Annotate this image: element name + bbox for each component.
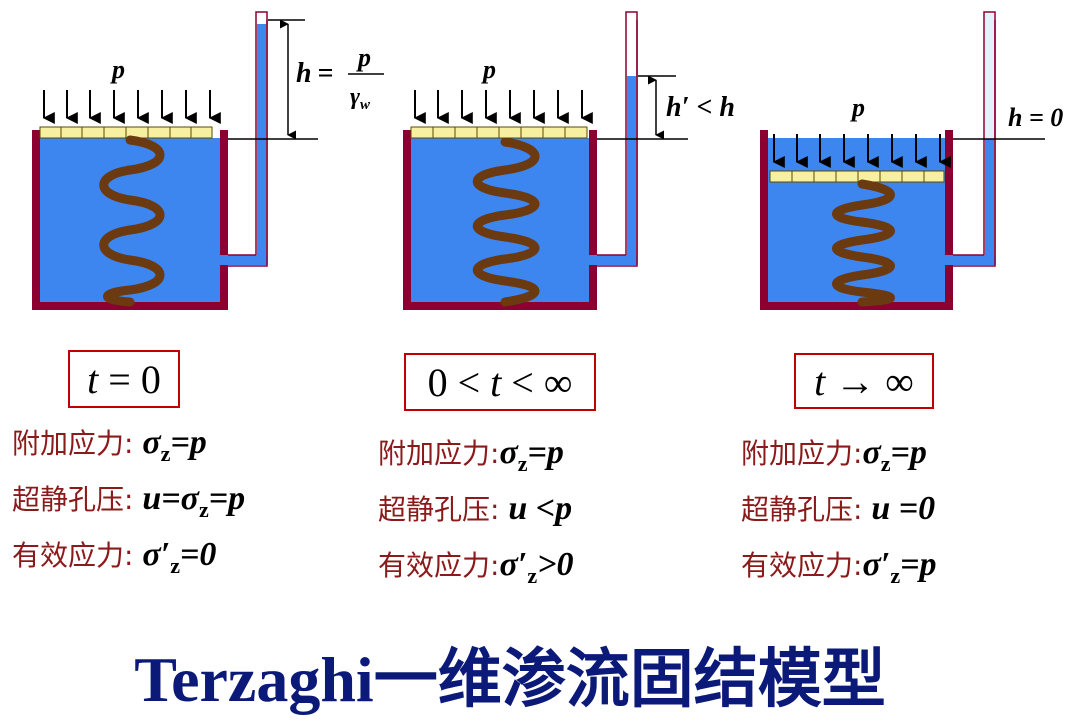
- effective-row-tinf: 有效应力:σ′z=p: [741, 546, 937, 588]
- time-box-tmid: 0 < t < ∞: [404, 353, 596, 411]
- piston: [39, 126, 213, 139]
- spring: [832, 179, 895, 307]
- pore-row-tmid: 超静孔压: u <p: [378, 490, 573, 527]
- load-arrows: [772, 134, 951, 168]
- pore-row-tinf: 超静孔压: u =0: [741, 490, 936, 527]
- piston: [769, 170, 945, 183]
- head-label: h = 0: [1008, 103, 1063, 132]
- load-label: p: [110, 55, 125, 84]
- time-box-t0: t = 0: [68, 350, 180, 408]
- panel-t0: p h= p γw: [32, 11, 384, 310]
- head-fraction-denominator: γw: [350, 84, 371, 113]
- head-label: h′ < h: [666, 92, 735, 123]
- load-arrows: [413, 90, 593, 124]
- head-label: h=: [296, 58, 334, 89]
- load-arrows: [42, 90, 221, 124]
- panel-tmid: p h′ < h: [403, 11, 735, 310]
- stress-row-tmid: 附加应力:σz=p: [378, 434, 564, 476]
- water-body: [411, 138, 589, 303]
- head-fraction-numerator: p: [356, 43, 371, 72]
- pore-row-t0: 超静孔压: u=σz=p: [12, 480, 246, 522]
- load-label: p: [850, 93, 865, 122]
- spring: [99, 135, 165, 307]
- effective-row-tmid: 有效应力:σ′z>0: [378, 546, 574, 588]
- page-title: Terzaghi一维渗流固结模型: [134, 644, 886, 715]
- load-label: p: [481, 55, 496, 84]
- water-body: [40, 138, 220, 303]
- stress-row-t0: 附加应力: σz=p: [12, 424, 207, 466]
- consolidation-diagram: p h= p γw: [32, 11, 1063, 310]
- effective-row-t0: 有效应力: σ′z=0: [12, 536, 217, 578]
- panel-tinf: p h = 0: [760, 11, 1063, 310]
- spring: [472, 137, 540, 307]
- stress-row-tinf: 附加应力:σz=p: [741, 434, 927, 476]
- time-box-tinf: t → ∞: [794, 353, 934, 409]
- piston: [410, 126, 588, 139]
